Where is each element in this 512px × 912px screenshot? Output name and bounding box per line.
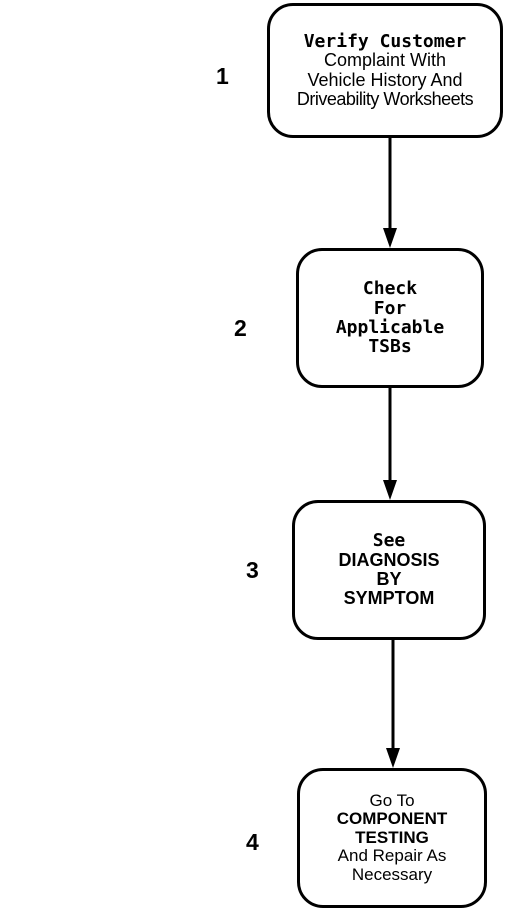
step-number-3: 3 — [246, 557, 259, 583]
arrowhead-icon — [383, 228, 397, 248]
step-box-diagnosis-by-symptom: See DIAGNOSIS BY SYMPTOM — [292, 500, 486, 640]
step-box-component-testing: Go To COMPONENT TESTING And Repair As Ne… — [297, 768, 487, 908]
step-1-line-1: Verify Customer — [303, 30, 467, 52]
step-4-line-2: COMPONENT — [336, 809, 448, 829]
step-3-line-1: See — [372, 530, 406, 552]
connector-1-to-2 — [383, 138, 397, 248]
step-2-line-2: For — [373, 297, 407, 319]
step-number-4: 4 — [246, 829, 259, 855]
arrowhead-icon — [386, 748, 400, 768]
step-1-line-2: Complaint With — [323, 50, 447, 71]
step-2-line-1: Check — [362, 278, 418, 300]
step-4-line-4: And Repair As — [337, 846, 447, 866]
step-3-line-3: BY — [376, 569, 402, 589]
step-number-1: 1 — [216, 63, 229, 89]
connector-2-to-3 — [383, 388, 397, 500]
step-box-check-tsbs: Check For Applicable TSBs — [296, 248, 484, 388]
arrowhead-icon — [383, 480, 397, 500]
step-3-line-2: DIAGNOSIS — [338, 549, 440, 570]
step-2-line-3: Applicable — [335, 317, 445, 338]
step-number-2: 2 — [234, 315, 247, 341]
step-1-line-3: Vehicle History And — [307, 69, 463, 90]
step-3-line-4: SYMPTOM — [343, 588, 435, 609]
step-4-line-3: TESTING — [355, 827, 429, 847]
step-2-line-4: TSBs — [368, 336, 412, 358]
step-4-line-5: Necessary — [351, 864, 433, 884]
connector-3-to-4 — [386, 640, 400, 768]
step-1-line-4: Driveability Worksheets — [296, 88, 474, 109]
step-box-verify-complaint: Verify Customer Complaint With Vehicle H… — [267, 3, 503, 138]
step-4-line-1: Go To — [369, 791, 415, 811]
